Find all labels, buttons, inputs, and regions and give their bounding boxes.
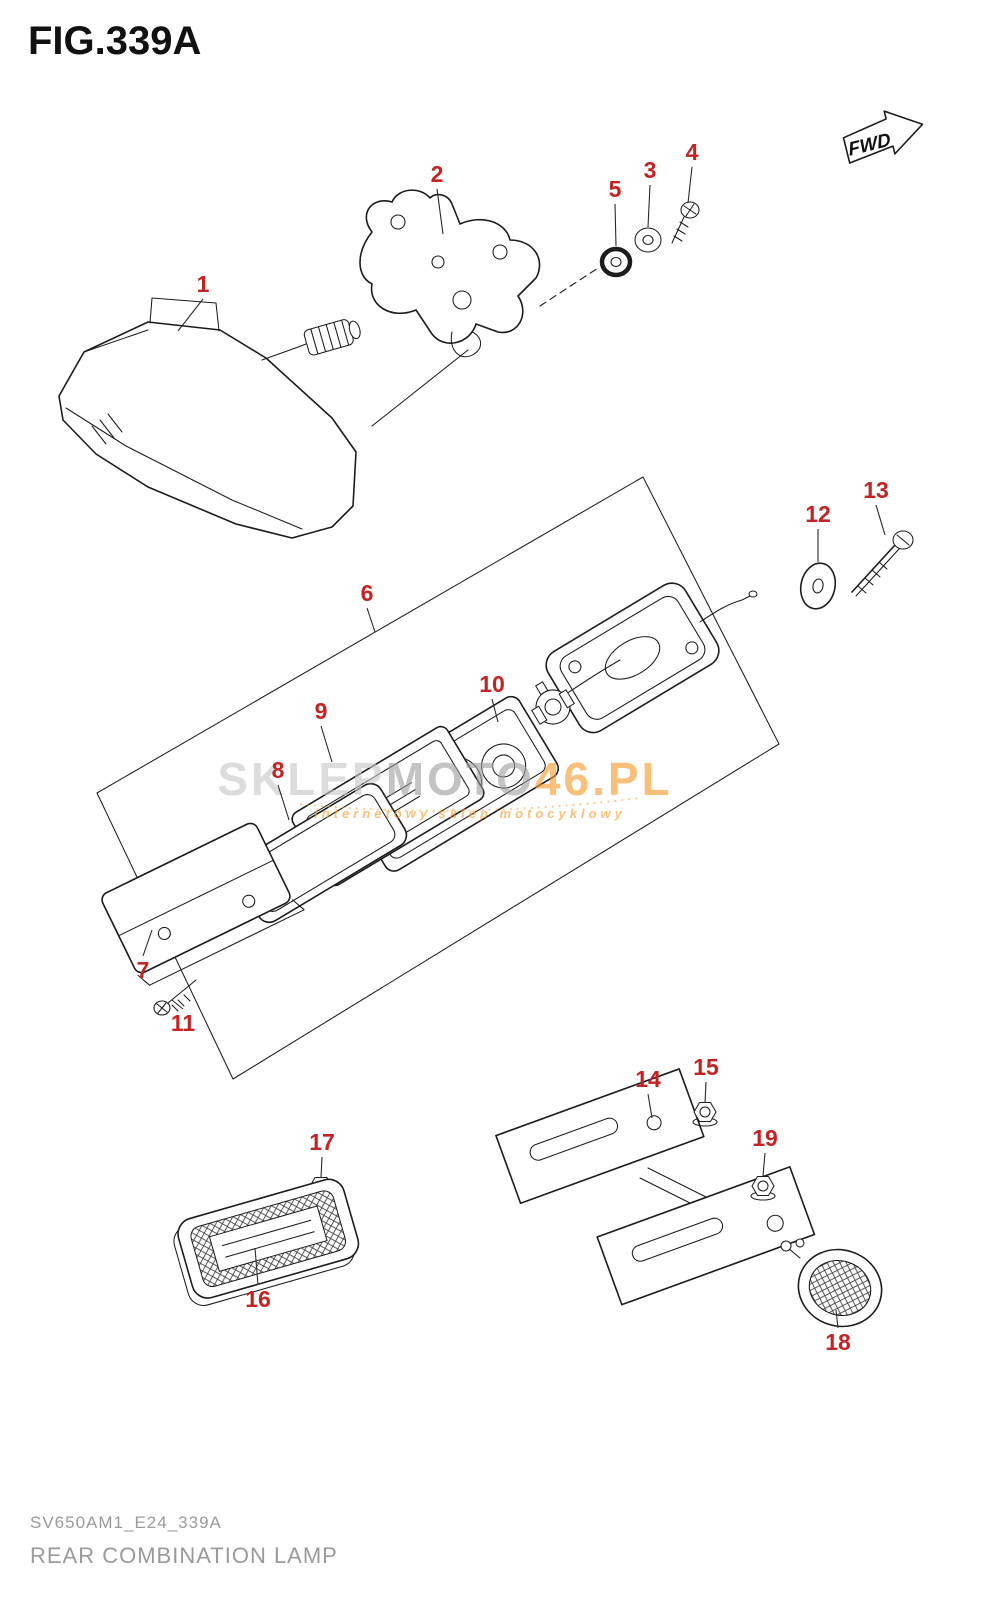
part-19-nut (750, 1175, 776, 1201)
callout-9: 9 (315, 698, 333, 763)
callout-number-17: 17 (309, 1129, 335, 1155)
callout-number-7: 7 (137, 957, 150, 983)
callout-1: 1 (177, 271, 210, 332)
watermark-part4: .PL (592, 753, 673, 805)
callout-leader-3 (647, 184, 651, 228)
callout-leader-5 (614, 203, 617, 247)
callout-number-9: 9 (315, 698, 328, 724)
callout-number-3: 3 (644, 157, 657, 183)
part-5-grommet (599, 246, 633, 278)
callout-number-6: 6 (361, 580, 374, 606)
part-3-washer (634, 227, 662, 253)
watermark: SKLEPMOTO46.PL internetowy sklep motocyk… (217, 753, 672, 821)
part-rear-lens-plate (545, 582, 758, 734)
part-16-reflector (173, 1178, 360, 1306)
callout-leader-18 (835, 1309, 839, 1329)
callout-18: 18 (825, 1309, 851, 1355)
part-11-screw (153, 979, 197, 1016)
part-15-nut (692, 1101, 718, 1127)
callout-17: 17 (309, 1129, 335, 1179)
callout-10: 10 (479, 671, 505, 723)
watermark-part1: SKLEP (217, 753, 385, 805)
callout-leader-9 (320, 725, 333, 763)
callout-number-14: 14 (635, 1066, 661, 1092)
callout-7: 7 (137, 929, 153, 983)
callout-leader-13 (875, 504, 886, 536)
callout-number-18: 18 (825, 1329, 851, 1355)
part-7-license-lens (101, 822, 305, 986)
callout-2: 2 (431, 161, 444, 235)
part-6-lamp-assy-box (96, 476, 780, 1080)
callout-12: 12 (805, 501, 831, 562)
callout-leader-16 (254, 1247, 259, 1286)
callout-15: 15 (693, 1054, 719, 1104)
callout-leader-11 (171, 999, 184, 1010)
callout-number-19: 19 (752, 1125, 778, 1151)
part-18-round-reflector (780, 1240, 883, 1328)
callout-leader-1 (177, 298, 204, 332)
part-12-washer (799, 562, 837, 610)
callout-number-13: 13 (863, 477, 889, 503)
callout-leader-6 (366, 607, 376, 633)
callout-number-5: 5 (609, 176, 622, 202)
part-13-screw (851, 530, 914, 597)
callout-leader-2 (436, 188, 444, 235)
figure-title: FIG.339A (28, 19, 201, 63)
svg-text:SKLEPMOTO46.PL: SKLEPMOTO46.PL (217, 753, 672, 805)
watermark-part2: MOTO (386, 753, 535, 805)
callout-leader-10 (491, 698, 499, 723)
watermark-part3: 46 (535, 753, 592, 805)
callout-number-1: 1 (197, 271, 210, 297)
footer-figure-name: REAR COMBINATION LAMP (30, 1543, 338, 1568)
callout-number-2: 2 (431, 161, 444, 187)
callout-number-8: 8 (272, 757, 285, 783)
callout-leader-4 (687, 166, 693, 204)
callout-number-15: 15 (693, 1054, 719, 1080)
part-4-screw (671, 201, 700, 244)
callout-number-4: 4 (686, 139, 699, 165)
part-14-license-bracket (495, 1068, 816, 1306)
callout-leader-17 (320, 1156, 323, 1179)
callout-leader-8 (277, 784, 290, 821)
callout-leader-19 (762, 1152, 766, 1177)
part-bulb-socket (531, 659, 621, 725)
callout-8: 8 (272, 757, 290, 821)
callout-3: 3 (644, 157, 657, 228)
callout-number-16: 16 (245, 1286, 271, 1312)
callout-5: 5 (609, 176, 622, 247)
footer-part-code: SV650AM1_E24_339A (30, 1513, 222, 1532)
callout-16: 16 (245, 1247, 271, 1312)
callout-leader-7 (142, 929, 153, 957)
callout-leader-14 (647, 1093, 653, 1119)
callout-13: 13 (863, 477, 889, 536)
callout-6: 6 (361, 580, 376, 633)
part-1-rear-combination-lamp (58, 297, 361, 539)
callout-number-12: 12 (805, 501, 831, 527)
callout-number-10: 10 (479, 671, 505, 697)
callout-4: 4 (686, 139, 699, 204)
callout-14: 14 (635, 1066, 661, 1119)
watermark-tagline: internetowy sklep motocyklowy (314, 806, 626, 821)
fwd-arrow-icon: FWD (842, 110, 924, 164)
part-2-bracket (359, 189, 599, 427)
callout-11: 11 (171, 999, 196, 1036)
callout-number-11: 11 (171, 1010, 196, 1036)
callout-leader-15 (704, 1081, 707, 1104)
callout-19: 19 (752, 1125, 778, 1177)
